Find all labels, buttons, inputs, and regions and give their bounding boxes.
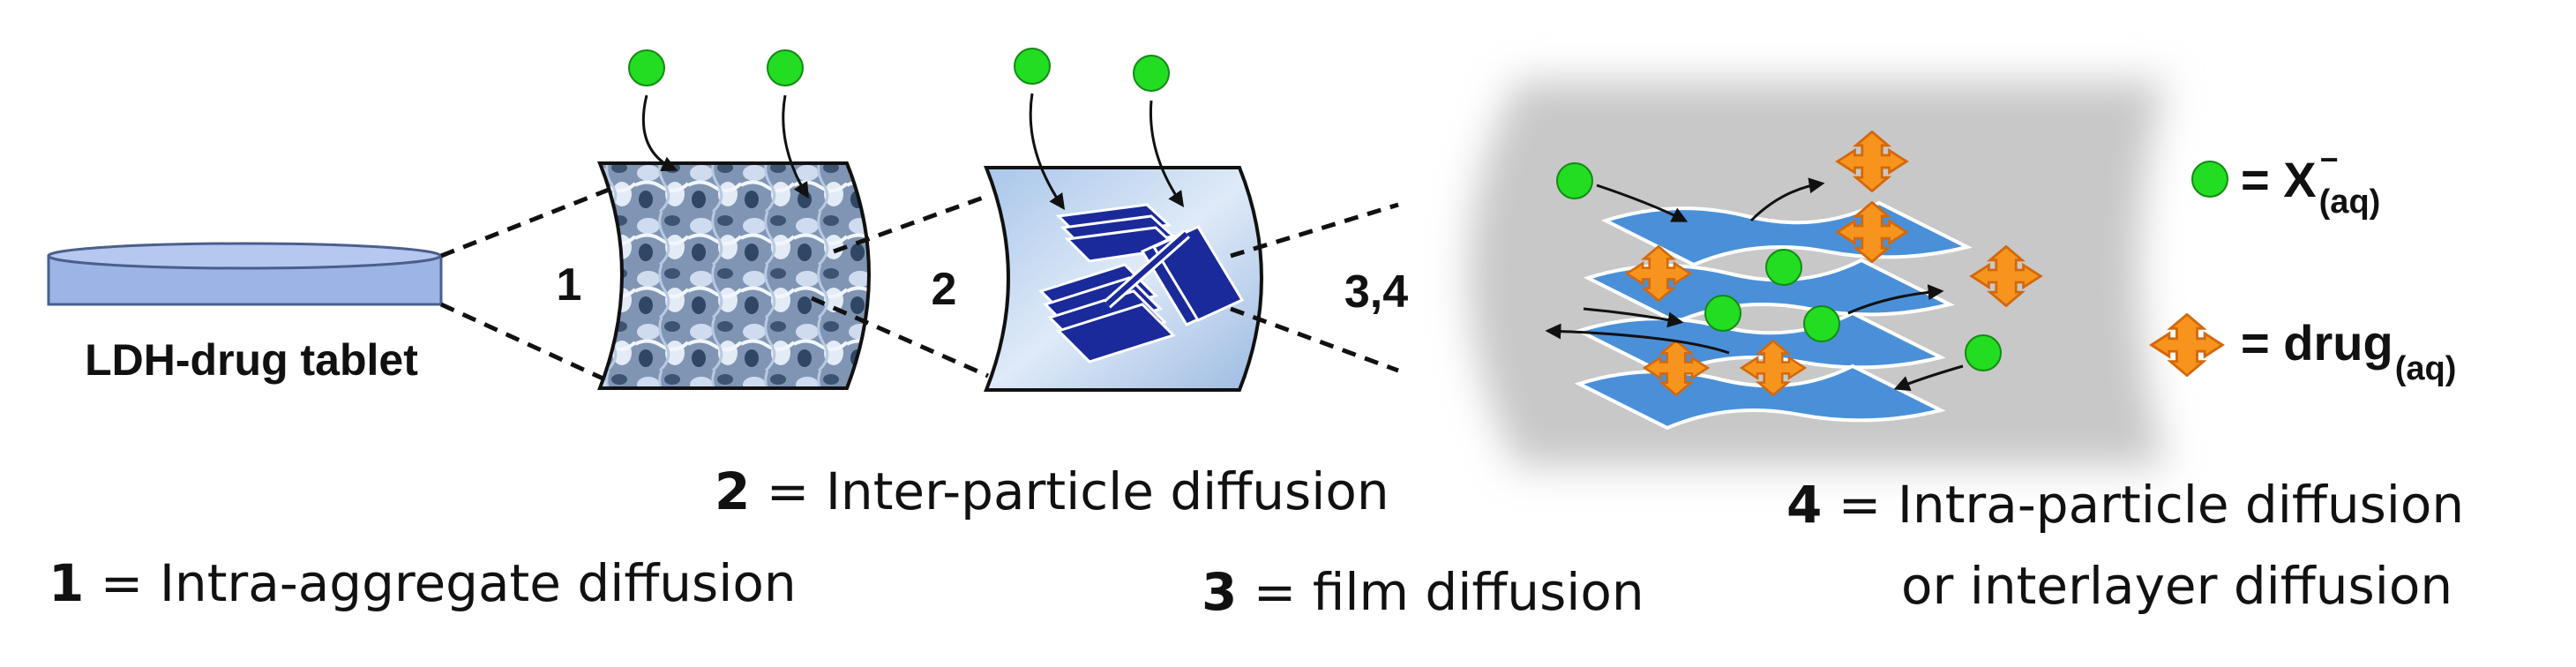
zoom-lines-2 <box>810 193 990 378</box>
ion-circle <box>1965 334 2002 371</box>
ion-path-arrow <box>782 94 809 199</box>
caption-3: 3 = film diffusion <box>1202 562 1644 622</box>
zoom-lines-1 <box>439 187 610 384</box>
ion-circle <box>1556 162 1593 199</box>
ion-circle <box>1765 249 1802 286</box>
ion-circle <box>1014 48 1051 85</box>
ldh-drug-tablet <box>47 242 443 306</box>
tablet-label: LDH-drug tablet <box>85 335 418 385</box>
ion-circle <box>628 49 665 86</box>
legend-ion-label: = X−(aq) <box>2241 141 2380 221</box>
ion-circle <box>1133 55 1170 92</box>
caption-2: 2 = Inter-particle diffusion <box>715 461 1389 521</box>
stage-label-34: 3,4 <box>1344 266 1408 318</box>
caption-4: 4 = Intra-particle diffusion <box>1786 475 2465 535</box>
stage-label-1: 1 <box>557 259 582 311</box>
zoom-lines-3 <box>1230 202 1399 373</box>
stage-label-2: 2 <box>932 264 957 315</box>
ion-path-arrow <box>641 94 678 172</box>
exchange-arrows <box>1545 177 1964 392</box>
ion-path-arrow <box>1029 93 1066 210</box>
caption-4-line2: or interlayer diffusion <box>1901 556 2453 616</box>
ion-path-arrow <box>1149 100 1185 207</box>
legend-ion-icon <box>2191 161 2228 198</box>
legend-drug-label: = drug(aq) <box>2241 315 2456 387</box>
ion-circle <box>1803 305 1840 342</box>
aggregate-cylinder <box>597 161 871 390</box>
solution-halo <box>1469 81 2166 466</box>
ion-circle <box>767 49 804 86</box>
ion-circle <box>1704 295 1741 332</box>
particle-cylinder <box>984 166 1263 392</box>
caption-1: 1 = Intra-aggregate diffusion <box>49 553 797 613</box>
legend-drug-icon <box>2150 313 2224 377</box>
